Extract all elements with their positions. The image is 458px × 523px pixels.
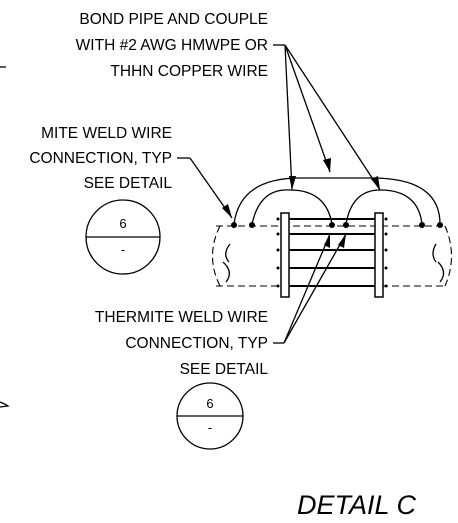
bubble-sheet: - — [121, 242, 125, 257]
partial-leader-mark — [0, 401, 10, 408]
arrowhead — [338, 234, 346, 248]
weld-note-top-line-1: MITE WELD WIRE — [41, 125, 172, 142]
bond-note-leader — [273, 44, 381, 191]
bond-wire — [233, 177, 441, 225]
detail-bubble[interactable]: 6 - — [176, 382, 244, 450]
bond-note-line-2: WITH #2 AWG HMWPE OR — [76, 37, 268, 54]
weld-note-bottom-line-1: THERMITE WELD WIRE — [95, 309, 268, 326]
detail-title: DETAIL C — [297, 490, 417, 520]
weld-note-top-line-2: CONNECTION, TYP — [29, 150, 172, 167]
weld-note-bottom-line-2: CONNECTION, TYP — [125, 335, 268, 352]
weld-note-bottom-line-3: SEE DETAIL — [180, 361, 269, 378]
weld-note-top-line-3: SEE DETAIL — [84, 175, 173, 192]
weld-connection-points — [231, 222, 443, 228]
detail-bubble[interactable]: 6 - — [85, 199, 161, 275]
arrowhead — [371, 176, 380, 190]
bond-note-line-3: THHN COPPER WIRE — [110, 63, 268, 80]
bubble-sheet: - — [208, 420, 212, 435]
weld-note-bottom-leader — [273, 233, 347, 344]
arrowhead — [323, 158, 331, 172]
pipe-coupling — [276, 212, 388, 298]
bond-note-line-1: BOND PIPE AND COUPLE — [79, 11, 268, 28]
bubble-number: 6 — [119, 216, 126, 231]
bubble-number: 6 — [206, 396, 213, 411]
arrowhead — [289, 176, 296, 190]
arrowhead — [324, 234, 330, 248]
arrowhead — [222, 204, 232, 218]
